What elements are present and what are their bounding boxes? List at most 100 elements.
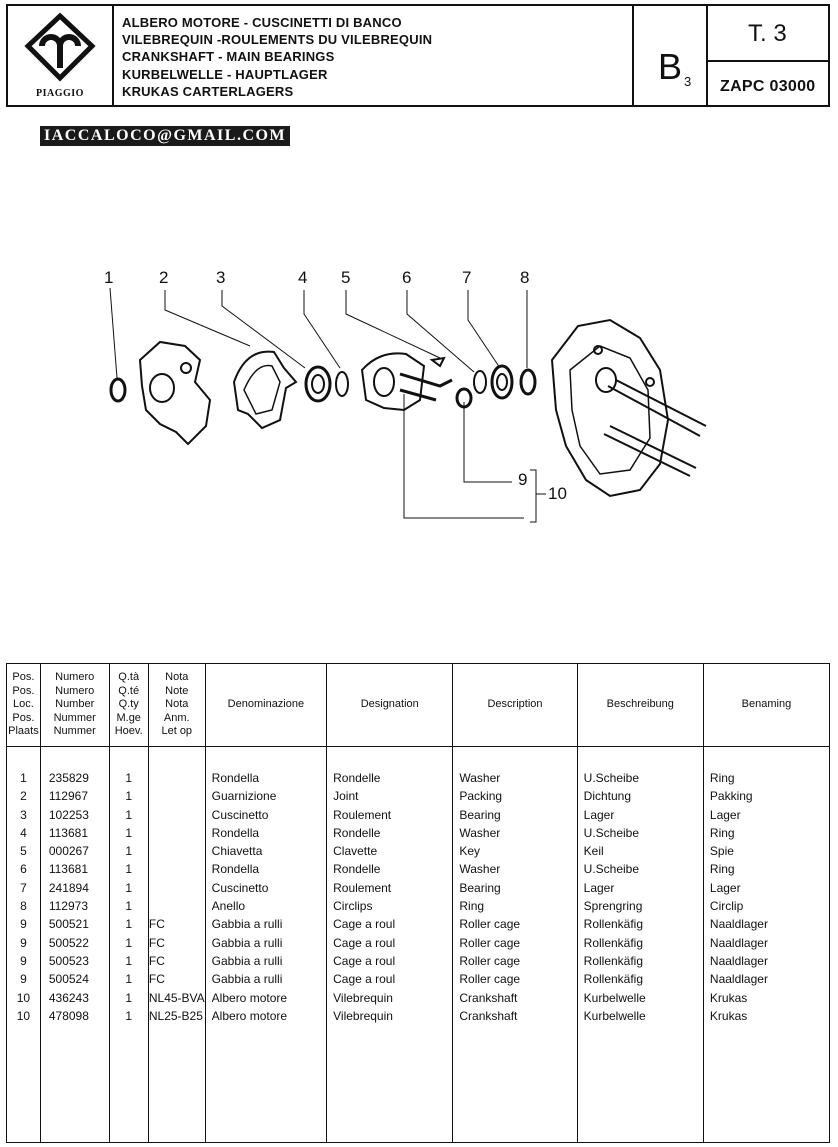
table-cell: 1	[125, 789, 133, 804]
group-sub: 3	[684, 74, 692, 89]
table-cell: 3	[20, 807, 27, 822]
table-cell: 112967	[48, 789, 88, 804]
table-cell: Vilebrequin	[333, 1008, 393, 1023]
table-cell: NL45-BVA	[148, 990, 205, 1005]
table-cell: Dichtung	[583, 789, 632, 804]
col-qty: Q.tà Q.té Q.ty M.ge Hoev.	[108, 663, 149, 747]
table-cell: Gabbia a rulli	[211, 972, 283, 987]
col-description: Description	[452, 663, 578, 747]
table-cell: FC	[148, 935, 165, 950]
table-cell: Roller cage	[459, 935, 521, 950]
table-cell: 000267	[48, 844, 89, 859]
callout-5: 5	[341, 268, 350, 287]
table-cell: 1	[125, 807, 133, 822]
table-cell: 9	[20, 935, 27, 950]
table-cell: 241894	[48, 880, 89, 895]
callout-4: 4	[298, 268, 307, 287]
table-cell: Naaldlager	[709, 917, 768, 932]
table-cell: U.Scheibe	[583, 771, 640, 785]
table-cell	[149, 769, 205, 787]
piaggio-emblem-icon	[24, 12, 96, 82]
table-cell: Washer	[459, 862, 501, 877]
table-cell: Rondella	[211, 771, 260, 785]
piaggio-logo: PIAGGIO	[8, 6, 112, 105]
table-cell: Ring	[459, 899, 485, 914]
table-cell: Spie	[709, 844, 734, 859]
table-cell: Ring	[709, 771, 735, 785]
callout-7: 7	[462, 268, 471, 287]
callout-8: 8	[520, 268, 529, 287]
table-cell: 1	[125, 935, 133, 950]
table-cell: Rondelle	[333, 862, 381, 877]
table-cell: 102253	[48, 807, 89, 822]
table-cell: 1	[20, 771, 27, 785]
table-cell: Cuscinetto	[211, 880, 269, 895]
table-cell: 1	[125, 917, 133, 932]
title-it: ALBERO MOTORE - CUSCINETTI DI BANCO	[122, 15, 402, 30]
col-designation: Designation	[326, 663, 454, 747]
table-cell: 7	[20, 880, 27, 895]
table-cell: Key	[459, 844, 481, 859]
table-cell: 500522	[48, 935, 89, 950]
table-cell: Bearing	[459, 807, 501, 822]
table-cell: Rondelle	[333, 771, 381, 785]
table-cell: 478098	[48, 1008, 89, 1023]
exploded-diagram: 1 2 3 4 5 6 7 8 9 10	[104, 268, 707, 523]
title-de: KURBELWELLE - HAUPTLAGER	[122, 66, 328, 82]
table-cell: Bearing	[459, 880, 501, 895]
title-fr: VILEBREQUIN -ROULEMENTS DU VILEBREQUIN	[122, 32, 433, 48]
table-cell: FC	[148, 972, 165, 987]
header-block: PIAGGIO ALBERO MOTORE - CUSCINETTI DI BA…	[6, 4, 830, 107]
table-cell: 9	[20, 972, 27, 987]
title-en: CRANKSHAFT - MAIN BEARINGS	[122, 49, 335, 65]
table-cell: Cage a roul	[333, 917, 396, 932]
table-cell: 1	[125, 972, 133, 987]
table-cell: Naaldlager	[709, 935, 768, 950]
table-cell: U.Scheibe	[583, 862, 640, 877]
callout-2: 2	[159, 268, 168, 287]
callout-3: 3	[216, 268, 225, 287]
table-cell: 113681	[48, 862, 88, 877]
table-cell: Cuscinetto	[211, 807, 269, 822]
table-cell	[149, 806, 205, 824]
table-cell: Crankshaft	[459, 990, 518, 1005]
table-cell	[149, 824, 205, 842]
table-cell: Gabbia a rulli	[211, 935, 283, 950]
table-cell: Albero motore	[211, 990, 288, 1005]
table-cell: Washer	[459, 771, 501, 785]
table-cell: 9	[20, 917, 27, 932]
page-titles: ALBERO MOTORE - CUSCINETTI DI BANCO VILE…	[122, 14, 432, 100]
callout-6: 6	[402, 268, 411, 287]
table-cell: Cage a roul	[333, 935, 396, 950]
table-cell: 1	[125, 844, 133, 859]
table-cell: U.Scheibe	[583, 825, 640, 840]
table-cell: 1	[125, 880, 133, 895]
table-cell	[149, 897, 205, 915]
table-cell: Lager	[709, 807, 741, 822]
table-cell: Guarnizione	[211, 789, 277, 804]
table-cell: 1	[125, 953, 133, 968]
table-cell: Krukas	[709, 1008, 748, 1023]
table-cell: Vilebrequin	[333, 990, 393, 1005]
table-cell: Albero motore	[211, 1008, 288, 1023]
table-cell: 5	[20, 844, 27, 859]
table-cell: Cage a roul	[333, 972, 396, 987]
table-cell: 10	[16, 990, 31, 1005]
col-denominazione: Denominazione	[204, 663, 328, 747]
table-cell: 113681	[48, 825, 88, 840]
table-cell: Rollenkäfig	[583, 953, 644, 968]
table-cell: Sprengring	[583, 899, 643, 914]
table-cell: Pakking	[709, 789, 753, 804]
table-cell: FC	[148, 917, 165, 932]
group-code: B	[658, 46, 683, 87]
table-cell: Lager	[709, 880, 741, 895]
table-cell: Rondella	[211, 825, 260, 840]
table-cell	[149, 787, 205, 805]
callout-1: 1	[104, 268, 113, 287]
table-cell: Gabbia a rulli	[211, 917, 283, 932]
